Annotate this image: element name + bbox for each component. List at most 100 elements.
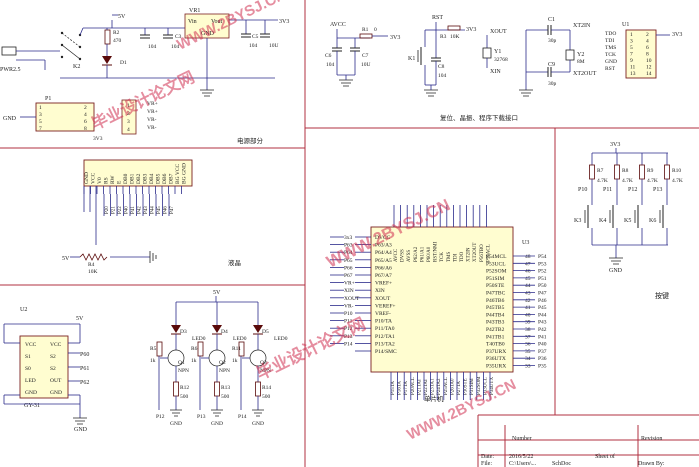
lcd-pin-label: DB2 xyxy=(136,173,142,184)
mcu-pin-label: P24TA2 xyxy=(437,378,442,395)
mcu-pin-label: TDI xyxy=(453,253,458,262)
r4-label: R4 xyxy=(88,262,95,268)
resistor-r1 xyxy=(359,33,373,39)
crystal-y1 xyxy=(482,47,492,59)
c6-label: C6 xyxy=(325,53,332,59)
mcu-pin-label: P43TB3 xyxy=(486,320,505,326)
led-gnd-label: GND xyxy=(252,421,264,427)
keys-3v3: 3V3 xyxy=(610,142,620,148)
mcu-pin-label: P12/TA1 xyxy=(375,334,395,340)
svg-text:5: 5 xyxy=(39,119,42,125)
mcu-net-label: P51 xyxy=(538,276,547,282)
tb-number: Number xyxy=(512,436,532,442)
mcu-pin-label: P14/SMC xyxy=(375,349,397,355)
mcu-pin-label: P51SIM xyxy=(486,276,504,282)
mcu-pin-label: P33UCL xyxy=(483,377,488,395)
r1-3v3: 3V3 xyxy=(390,35,400,41)
reset-section: AVCC R1 0 3V3 C6 104 C7 10U RST R3 10K 3… xyxy=(325,15,682,97)
key-resistor-label: R9 xyxy=(647,168,654,174)
mcu-pin-number: 47 xyxy=(525,261,531,267)
sensor-pin-label: S0 xyxy=(25,366,31,372)
k1-label: K1 xyxy=(408,56,415,62)
lcd-port-label: P44 xyxy=(151,206,156,214)
c3-label: C3 xyxy=(175,34,182,40)
key-resistor-value: 4.7K xyxy=(597,178,608,184)
sensor-5v: 5V xyxy=(76,316,84,322)
key-button-label: K5 xyxy=(624,218,631,224)
mcu-pin-label: T40TB0 xyxy=(486,342,505,348)
section-title-reset: 复位、晶振、程序下载接口 xyxy=(440,113,518,122)
base-resistor-label: R6 xyxy=(191,346,198,352)
mcu-pin-label: VEREF+ xyxy=(375,303,396,309)
jtag-pin-number: 6 xyxy=(646,45,649,51)
mcu-pin-number: 48 xyxy=(525,254,531,260)
mcu-net-label: P43 xyxy=(538,320,547,326)
mcu-pin-label: P52SOM xyxy=(486,269,507,275)
vr1-label: VR1 xyxy=(189,8,200,14)
svg-text:1: 1 xyxy=(39,105,42,111)
base-resistor-label: R5 xyxy=(150,346,157,352)
d1-label: D1 xyxy=(120,60,127,66)
mcu-pin-label: P65/A5 xyxy=(375,258,392,264)
mcu-net-label: P66 xyxy=(344,265,353,271)
watermark-cn-2: 毕业设计论文网 xyxy=(253,313,369,383)
key-port-label: P12 xyxy=(628,187,637,193)
header-p2 xyxy=(121,99,137,135)
mcu-net-label: P11 xyxy=(344,319,353,325)
mcu-net-label: P14 xyxy=(344,341,353,347)
mcu-net-label: P50 xyxy=(538,283,547,289)
p1-3v3: 3V3 xyxy=(93,136,103,142)
mcu-pin-label: P41TB1 xyxy=(486,334,505,340)
tb-file-label: File: xyxy=(481,461,492,467)
vr-pin-3: VR- xyxy=(147,117,157,123)
led-gnd-label: GND xyxy=(211,421,223,427)
mcu-pin-number: 41 xyxy=(525,305,531,311)
switch-k2-label: K2 xyxy=(73,64,80,70)
mcu-pin-label: P42TB2 xyxy=(486,327,505,333)
lcd-pin-label: DB5 xyxy=(156,173,162,184)
mcu-net-label: P67 xyxy=(344,273,353,279)
sensor-pin-label: VCC xyxy=(50,342,62,348)
mcu-pin-label: P64/A4 xyxy=(375,250,392,256)
vr-pin-1: VR+ xyxy=(147,101,158,107)
base-resistor-label: R11 xyxy=(232,346,241,352)
mcu-net-label: VR+ xyxy=(344,281,355,287)
base-resistor-value: 1k xyxy=(232,358,238,364)
mcu-pin-label: P62/A2 xyxy=(414,246,419,262)
mcu-pin-label: P37URX xyxy=(486,349,506,355)
crystal-y2 xyxy=(565,49,575,61)
tb-revision: Revision xyxy=(641,436,662,442)
lcd-pin-label: RS xyxy=(104,177,110,184)
lcd-pin-label: DB4 xyxy=(149,173,155,184)
jtag-gnd: GND xyxy=(605,59,617,65)
mcu-pin-label: P27TA xyxy=(457,381,462,395)
c7-value: 10U xyxy=(361,62,371,68)
mcu-net-label: P52 xyxy=(538,269,547,275)
jtag-rst: RST xyxy=(605,66,616,72)
mcu-pin-label: P56TBO xyxy=(480,244,485,262)
mcu-net-label: P37 xyxy=(538,349,547,355)
mcu-pin-label: P15TA xyxy=(391,381,396,395)
jtag-pin-number: 3 xyxy=(630,39,633,45)
mcu-pin-number: 45 xyxy=(525,276,531,282)
key-button-label: K3 xyxy=(574,218,581,224)
lcd-pin-label: GND xyxy=(84,172,90,184)
lcd-port-label: P20 xyxy=(105,206,110,214)
jtag-pin-number: 13 xyxy=(630,71,636,77)
leds-5v: 5V xyxy=(213,290,221,296)
svg-text:4: 4 xyxy=(84,112,87,118)
mcu-pin-label: P34UTX xyxy=(490,377,495,395)
led-diode-type: LED0 xyxy=(192,336,206,342)
transistor-type: NPN xyxy=(260,368,271,374)
c1-label: C1 xyxy=(548,17,555,23)
vr-pin-2: VR+ xyxy=(147,109,158,115)
emitter-resistor-value: 500 xyxy=(262,394,271,400)
r2-label: R2 xyxy=(113,30,120,36)
led-d1 xyxy=(102,56,112,64)
pot-r4 xyxy=(79,253,108,261)
led-diode-label: D4 xyxy=(221,329,228,335)
mcu-pin-label: P45TB5 xyxy=(486,305,505,311)
